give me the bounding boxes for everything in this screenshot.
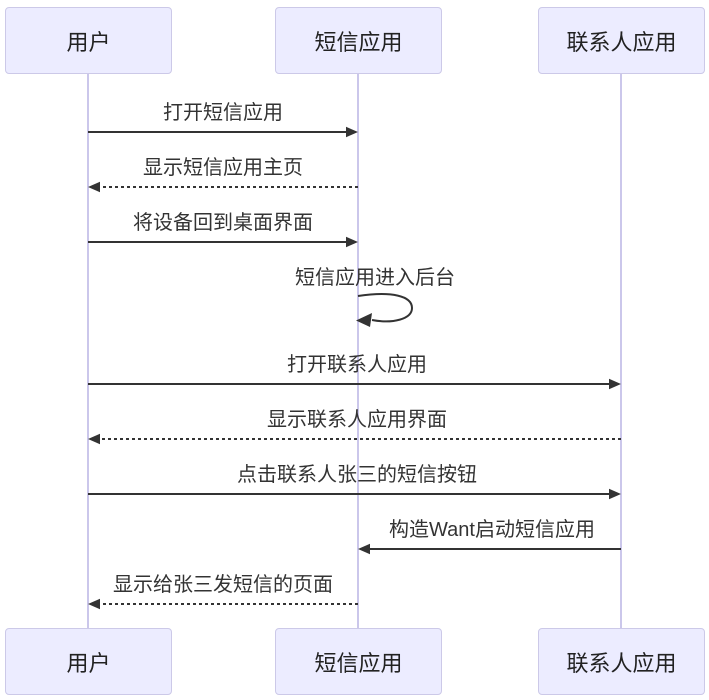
message-label-3: 将设备回到桌面界面 xyxy=(133,212,313,234)
actor-label: 联系人应用 xyxy=(566,650,677,676)
message-label-6: 显示联系人应用界面 xyxy=(267,409,447,431)
arrowhead-right xyxy=(609,378,621,390)
actor-label: 短信应用 xyxy=(314,29,403,55)
message-label-4: 短信应用进入后台 xyxy=(295,267,455,289)
message-arrow-8 xyxy=(358,543,621,555)
arrowhead-left xyxy=(88,181,100,193)
arrowhead-right xyxy=(346,236,358,248)
message-label-8: 构造Want启动短信应用 xyxy=(389,519,595,541)
actor-bottom-contacts-app: 联系人应用 xyxy=(538,628,705,695)
message-arrow-3 xyxy=(88,236,358,248)
arrowhead-left xyxy=(356,313,372,327)
actor-label: 联系人应用 xyxy=(566,29,677,55)
actor-bottom-sms-app: 短信应用 xyxy=(275,628,442,695)
message-label-1: 打开短信应用 xyxy=(163,102,283,124)
message-arrow-2 xyxy=(88,181,358,193)
arrowhead-left xyxy=(88,433,100,445)
arrowhead-left xyxy=(358,543,370,555)
message-label-7: 点击联系人张三的短信按钮 xyxy=(237,464,477,486)
message-arrow-6 xyxy=(88,433,621,445)
message-arrow-9 xyxy=(88,598,358,610)
actor-label: 用户 xyxy=(66,650,111,676)
actor-label: 短信应用 xyxy=(314,650,403,676)
arrowhead-right xyxy=(609,488,621,500)
actor-label: 用户 xyxy=(66,29,111,55)
message-self-loop-4 xyxy=(356,293,414,327)
arrowhead-left xyxy=(88,598,100,610)
message-arrow-5 xyxy=(88,378,621,390)
message-arrow-7 xyxy=(88,488,621,500)
message-arrow-1 xyxy=(88,126,358,138)
message-label-9: 显示给张三发短信的页面 xyxy=(113,574,333,596)
actor-bottom-user: 用户 xyxy=(5,628,172,695)
actor-top-contacts-app: 联系人应用 xyxy=(538,7,705,74)
actor-top-sms-app: 短信应用 xyxy=(275,7,442,74)
arrowhead-right xyxy=(346,126,358,138)
actor-top-user: 用户 xyxy=(5,7,172,74)
message-label-5: 打开联系人应用 xyxy=(287,354,427,376)
message-label-2: 显示短信应用主页 xyxy=(143,157,303,179)
